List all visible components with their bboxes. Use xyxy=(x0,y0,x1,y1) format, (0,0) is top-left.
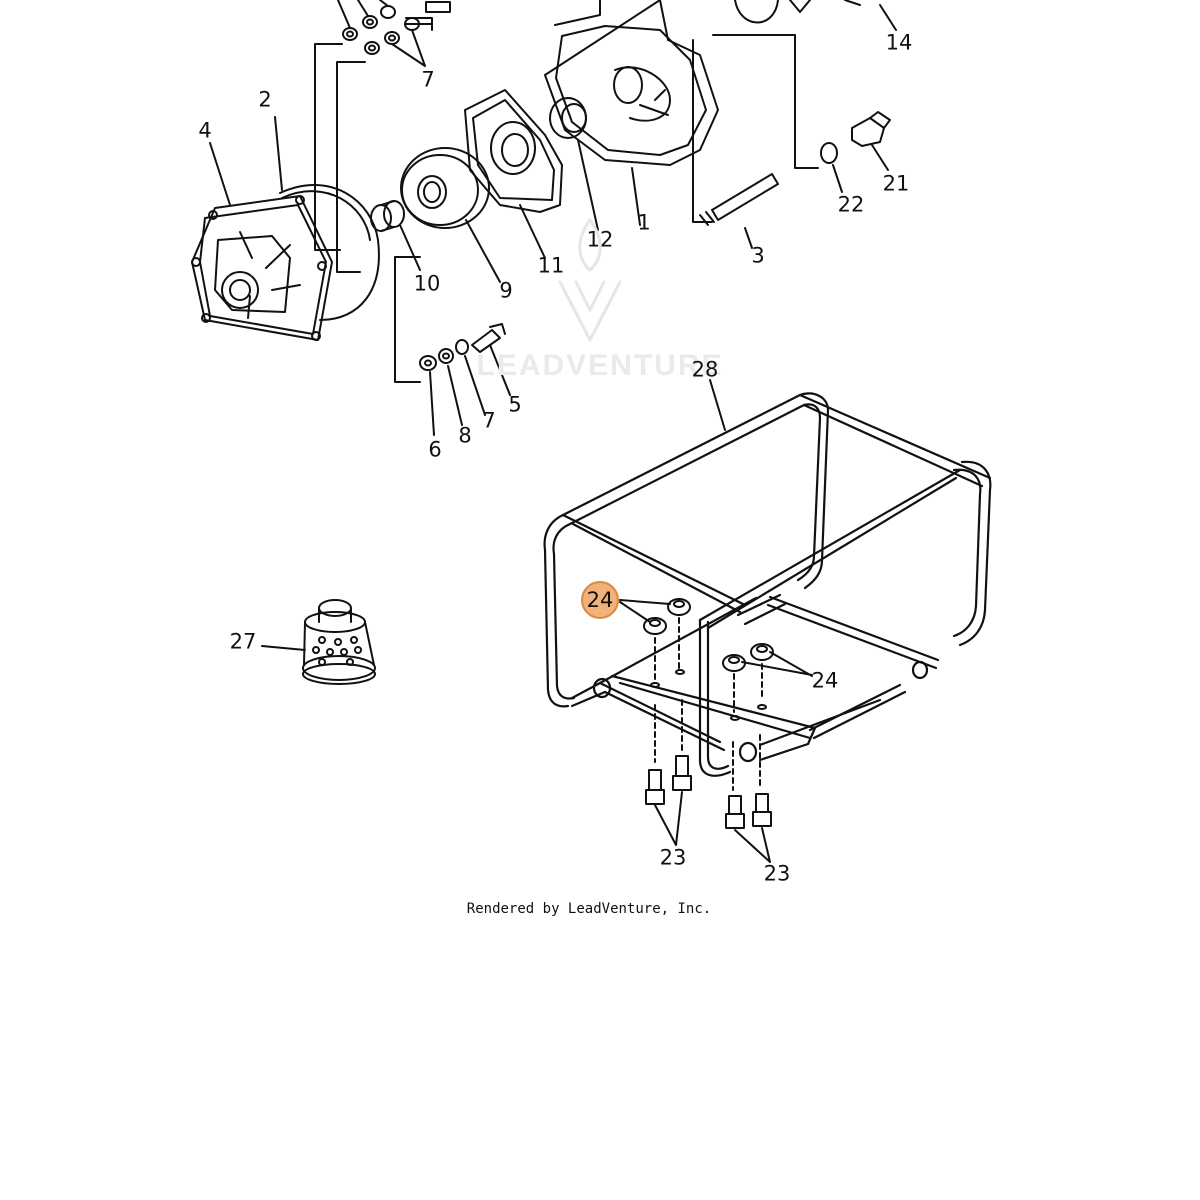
callout-22: 22 xyxy=(837,192,865,217)
callout-2: 2 xyxy=(258,87,272,112)
volute-part-11 xyxy=(464,89,563,259)
stud-bolt-part-3 xyxy=(699,173,779,249)
callout-21: 21 xyxy=(882,171,910,196)
callout-11: 11 xyxy=(537,253,565,278)
mechanical-seal-part-12 xyxy=(549,97,599,231)
callout-14: 14 xyxy=(885,30,913,55)
render-credit: Rendered by LeadVenture, Inc. xyxy=(466,901,712,917)
o-ring-part-22 xyxy=(820,142,838,164)
strainer-part-27 xyxy=(261,599,376,685)
gasket-part-2 xyxy=(279,184,380,321)
pump-cover-part-4 xyxy=(191,195,333,341)
callout-6: 6 xyxy=(428,437,442,462)
callout-23-right: 23 xyxy=(763,861,791,886)
callout-8: 8 xyxy=(458,423,472,448)
callout-7-top: 7 xyxy=(421,67,435,92)
callout-23-left: 23 xyxy=(659,845,687,870)
drain-plug-part-21 xyxy=(851,111,891,171)
bolts-part-23 xyxy=(645,699,772,863)
fastener-row-parts-5-8 xyxy=(419,323,511,436)
callout-7-bottom: 7 xyxy=(482,408,496,433)
callout-12: 12 xyxy=(586,227,614,252)
watermark-logo xyxy=(558,218,622,342)
callout-10: 10 xyxy=(413,271,441,296)
fitting-part-14 xyxy=(734,0,897,31)
impeller-part-9 xyxy=(400,147,501,283)
callout-9: 9 xyxy=(499,278,513,303)
wear-ring-part-10 xyxy=(370,200,421,271)
callout-3: 3 xyxy=(751,243,765,268)
callout-24: 24 xyxy=(811,668,839,693)
callout-5: 5 xyxy=(508,392,522,417)
watermark-text: LEADVENTURE xyxy=(476,349,724,382)
fastener-cluster-top-left xyxy=(337,0,451,67)
callout-24-highlighted[interactable]: 24 xyxy=(581,581,619,619)
callout-27: 27 xyxy=(229,629,257,654)
callout-4: 4 xyxy=(198,118,212,143)
callout-28: 28 xyxy=(691,357,719,382)
flange-nuts-part-24 xyxy=(619,598,813,721)
frame-part-28 xyxy=(543,392,992,777)
pump-casing-part-1 xyxy=(544,0,719,226)
callout-1: 1 xyxy=(637,210,651,235)
